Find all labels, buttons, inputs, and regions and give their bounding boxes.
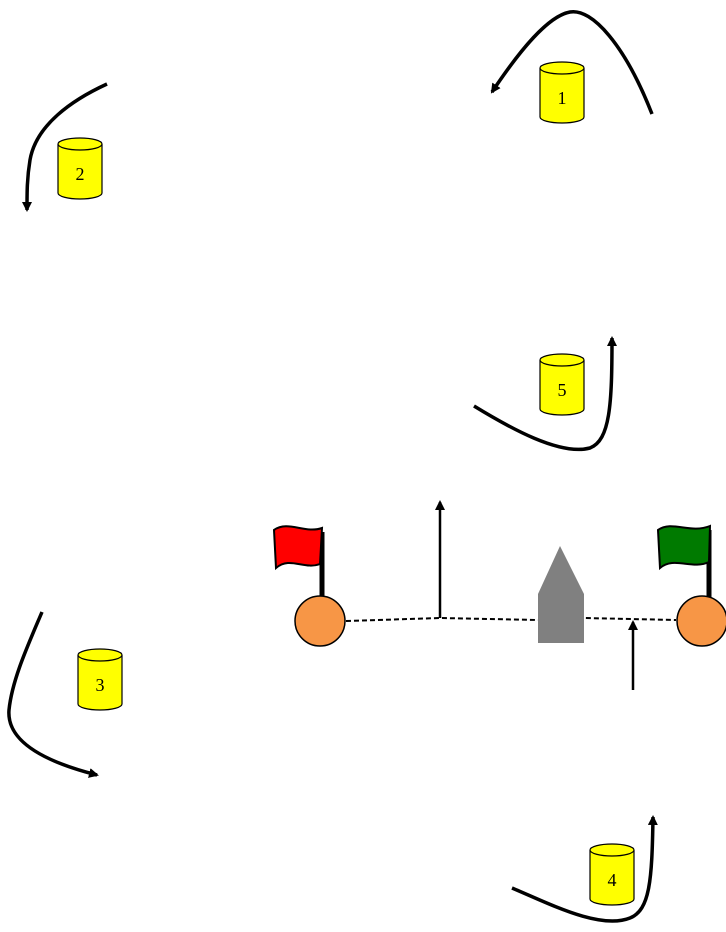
buoy-2: 2 [58, 138, 102, 199]
buoy-5: 5 [540, 354, 584, 415]
committee-boat-icon [538, 546, 584, 643]
green-flag-icon [658, 526, 710, 602]
buoy-1: 1 [540, 62, 584, 123]
red-flag-icon [274, 526, 322, 603]
buoy-label: 4 [608, 870, 617, 890]
buoy-top [78, 649, 122, 661]
buoy-label: 1 [558, 88, 567, 108]
orange-buoy-icon [295, 596, 345, 646]
buoy-top [540, 354, 584, 366]
start-line [346, 618, 676, 621]
buoy-label: 2 [76, 164, 85, 184]
buoy-4: 4 [590, 844, 634, 905]
buoy-label: 3 [96, 675, 105, 695]
buoy-label: 5 [558, 380, 567, 400]
flag-cloth [274, 526, 322, 568]
buoy-top [590, 844, 634, 856]
buoy-top [540, 62, 584, 74]
buoy-3: 3 [78, 649, 122, 710]
flag-cloth [658, 526, 710, 568]
orange-buoy-icon [677, 596, 726, 646]
buoy-top [58, 138, 102, 150]
